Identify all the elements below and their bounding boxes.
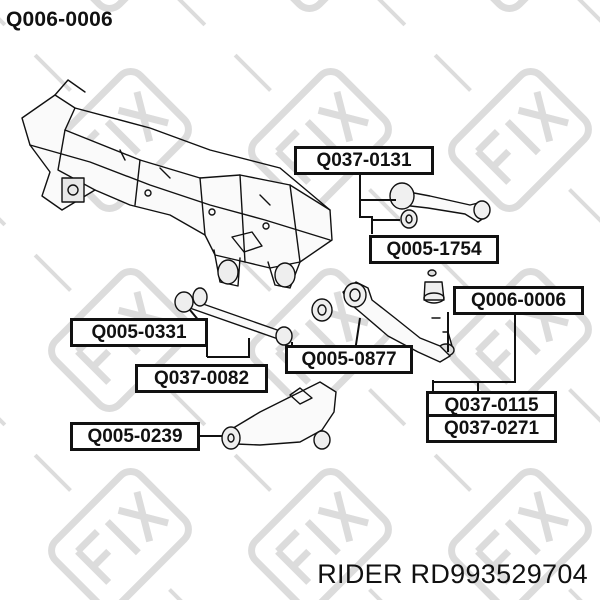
subframe-crossmember [21,79,333,289]
label-q005-0877[interactable]: Q005-0877 [285,345,413,374]
upper-bush [400,209,418,229]
label-q037-0271[interactable]: Q037-0271 [426,414,557,443]
trailing-rod [174,287,293,346]
label-q005-1754[interactable]: Q005-1754 [369,235,499,264]
label-q006-0006[interactable]: Q006-0006 [453,286,584,315]
label-q037-0082[interactable]: Q037-0082 [135,364,268,393]
rear-arm [221,381,337,450]
lower-wishbone [342,281,451,363]
label-q005-0331[interactable]: Q005-0331 [70,318,208,347]
lower-bush [311,298,333,322]
footer-part-number: RIDER RD993529704 [317,559,588,589]
page-title: Q006-0006 [6,8,113,31]
label-q037-0131[interactable]: Q037-0131 [294,146,434,175]
upper-arm [389,182,491,223]
label-q005-0239[interactable]: Q005-0239 [70,422,200,451]
